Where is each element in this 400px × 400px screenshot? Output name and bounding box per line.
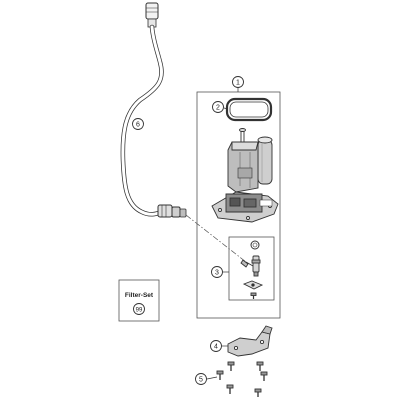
screws-set[interactable] bbox=[216, 361, 268, 397]
callout-6[interactable]: 6 bbox=[132, 118, 144, 130]
callout-3-label: 3 bbox=[215, 270, 219, 277]
screw-d bbox=[260, 371, 268, 381]
mounting-bracket[interactable] bbox=[227, 325, 273, 357]
assembly-frame bbox=[196, 91, 281, 319]
screw-c bbox=[216, 370, 224, 380]
callout-4-label: 4 bbox=[214, 344, 218, 351]
callout-2[interactable]: 2 bbox=[212, 101, 224, 113]
screw-f bbox=[254, 388, 262, 397]
callout-1[interactable]: 1 bbox=[232, 76, 244, 88]
gasket-ring[interactable] bbox=[225, 97, 273, 122]
screw-e bbox=[226, 384, 234, 394]
filter-set-number: 99 bbox=[136, 307, 143, 313]
retaining-clip[interactable] bbox=[242, 280, 264, 290]
callout-2-label: 2 bbox=[216, 105, 220, 112]
fitting-oring[interactable] bbox=[250, 240, 260, 250]
hose-quick-connector bbox=[157, 204, 187, 218]
callout-4[interactable]: 4 bbox=[210, 340, 222, 352]
fuel-fitting[interactable] bbox=[240, 255, 261, 277]
callout-2-leader bbox=[223, 107, 229, 110]
screw-b bbox=[256, 361, 264, 371]
callout-1-label: 1 bbox=[236, 80, 240, 87]
filter-set-box[interactable]: Filter-Set 99 bbox=[118, 279, 160, 322]
filter-set-title: Filter-Set bbox=[125, 292, 154, 299]
callout-3[interactable]: 3 bbox=[211, 266, 223, 278]
hose-top-connector bbox=[145, 2, 159, 20]
callout-5-label: 5 bbox=[199, 377, 203, 384]
callout-5-leader bbox=[206, 376, 218, 380]
clip-screw[interactable] bbox=[250, 292, 257, 299]
fuel-hose-assembly[interactable] bbox=[120, 2, 187, 218]
callout-5[interactable]: 5 bbox=[195, 373, 207, 385]
fuel-pump-unit[interactable] bbox=[211, 128, 279, 223]
screw-a bbox=[227, 361, 235, 371]
callout-6-label: 6 bbox=[136, 122, 140, 129]
subassembly-frame bbox=[228, 236, 275, 301]
connection-leader bbox=[185, 214, 247, 263]
